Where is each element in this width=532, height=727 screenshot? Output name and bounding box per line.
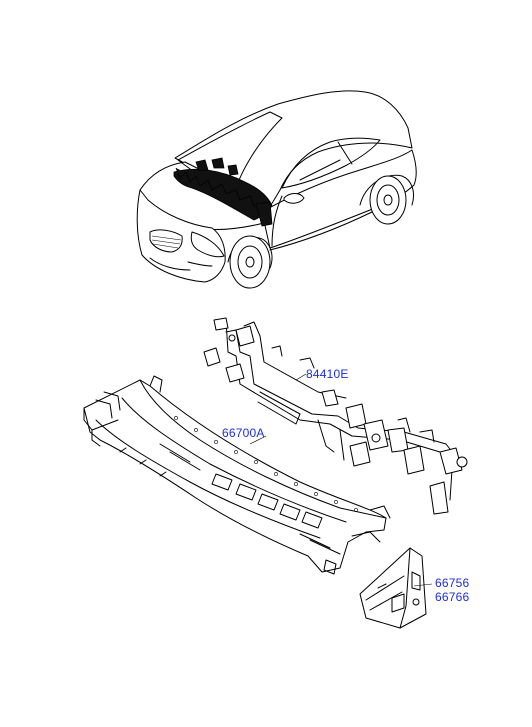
car-illustration	[136, 90, 417, 289]
bracket-66756-66766	[359, 547, 427, 629]
part-label-66756[interactable]: 66756	[435, 576, 470, 590]
crossmember-84410E	[203, 317, 468, 515]
cowl-panel-66700A	[83, 375, 391, 575]
part-label-84410E[interactable]: 84410E	[306, 367, 349, 381]
part-label-66700A[interactable]: 66700A	[222, 426, 265, 440]
part-label-66766[interactable]: 66766	[435, 590, 470, 604]
leader-lines	[249, 373, 433, 587]
